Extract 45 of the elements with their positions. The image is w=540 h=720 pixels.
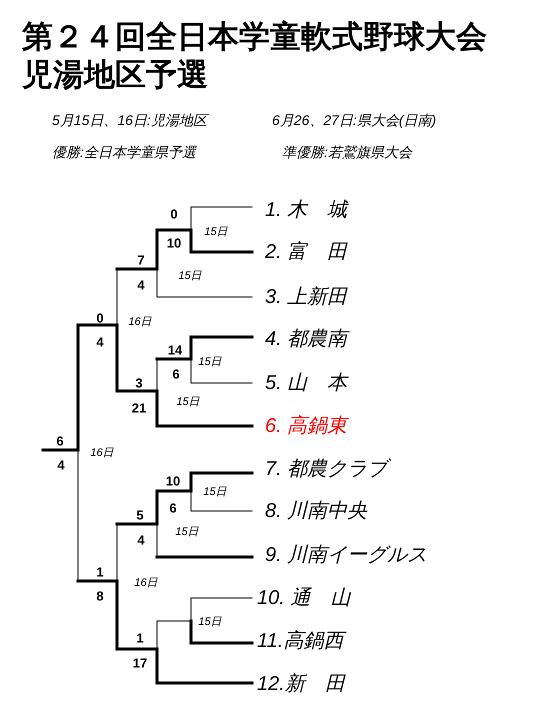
score: 10 (166, 234, 182, 252)
score: 6 (172, 365, 180, 384)
prize-text: 準優勝:若鷲旗県大会 (282, 143, 412, 162)
team-name: 4. 都農南 (265, 327, 348, 351)
match-date: 15日 (175, 524, 199, 540)
score: 14 (168, 341, 182, 360)
match-date: 15日 (203, 484, 227, 500)
match-date: 16日 (90, 446, 114, 461)
team-name: 12.新 田 (257, 672, 345, 696)
schedule-text: 6月26、27日:県大会(日南) (272, 111, 436, 130)
score: 0 (170, 205, 178, 224)
score: 7 (137, 251, 145, 270)
prize-text: 優勝:全日本学童県予選 (52, 143, 196, 162)
score: 1 (96, 563, 104, 582)
score: 6 (169, 499, 177, 518)
score: 3 (135, 374, 143, 392)
score: 21 (132, 399, 146, 418)
match-date: 15日 (198, 354, 222, 370)
schedule-text: 5月15日、16日:児湯地区 (52, 111, 207, 130)
score: 0 (96, 309, 104, 328)
team-name: 5. 山 本 (265, 371, 348, 395)
team-name: 3. 上新田 (265, 285, 348, 309)
team-name: 10. 通 山 (257, 586, 350, 610)
score: 4 (137, 276, 145, 294)
match-date: 15日 (178, 268, 202, 284)
score: 8 (96, 587, 104, 606)
score: 1 (136, 629, 144, 648)
score: 4 (137, 531, 145, 550)
match-date: 16日 (128, 314, 152, 330)
score: 4 (57, 456, 65, 474)
team-name: 6. 高鍋東 (265, 414, 348, 438)
match-date: 15日 (176, 394, 200, 410)
score: 5 (136, 506, 144, 524)
score: 4 (96, 333, 104, 352)
match-date: 15日 (204, 224, 228, 240)
title: 第２４回全日本学童軟式野球大会児湯地区予選 (22, 18, 488, 94)
match-date: 16日 (134, 576, 158, 591)
team-name: 2. 富 田 (265, 240, 348, 264)
team-name: 1. 木 城 (265, 198, 348, 222)
score: 6 (56, 432, 64, 450)
score: 17 (132, 654, 148, 672)
match-date: 15日 (198, 614, 222, 630)
team-name: 8. 川南中央 (265, 499, 368, 523)
team-name: 9. 川南イーグルス (265, 543, 428, 567)
score: 10 (166, 472, 180, 490)
